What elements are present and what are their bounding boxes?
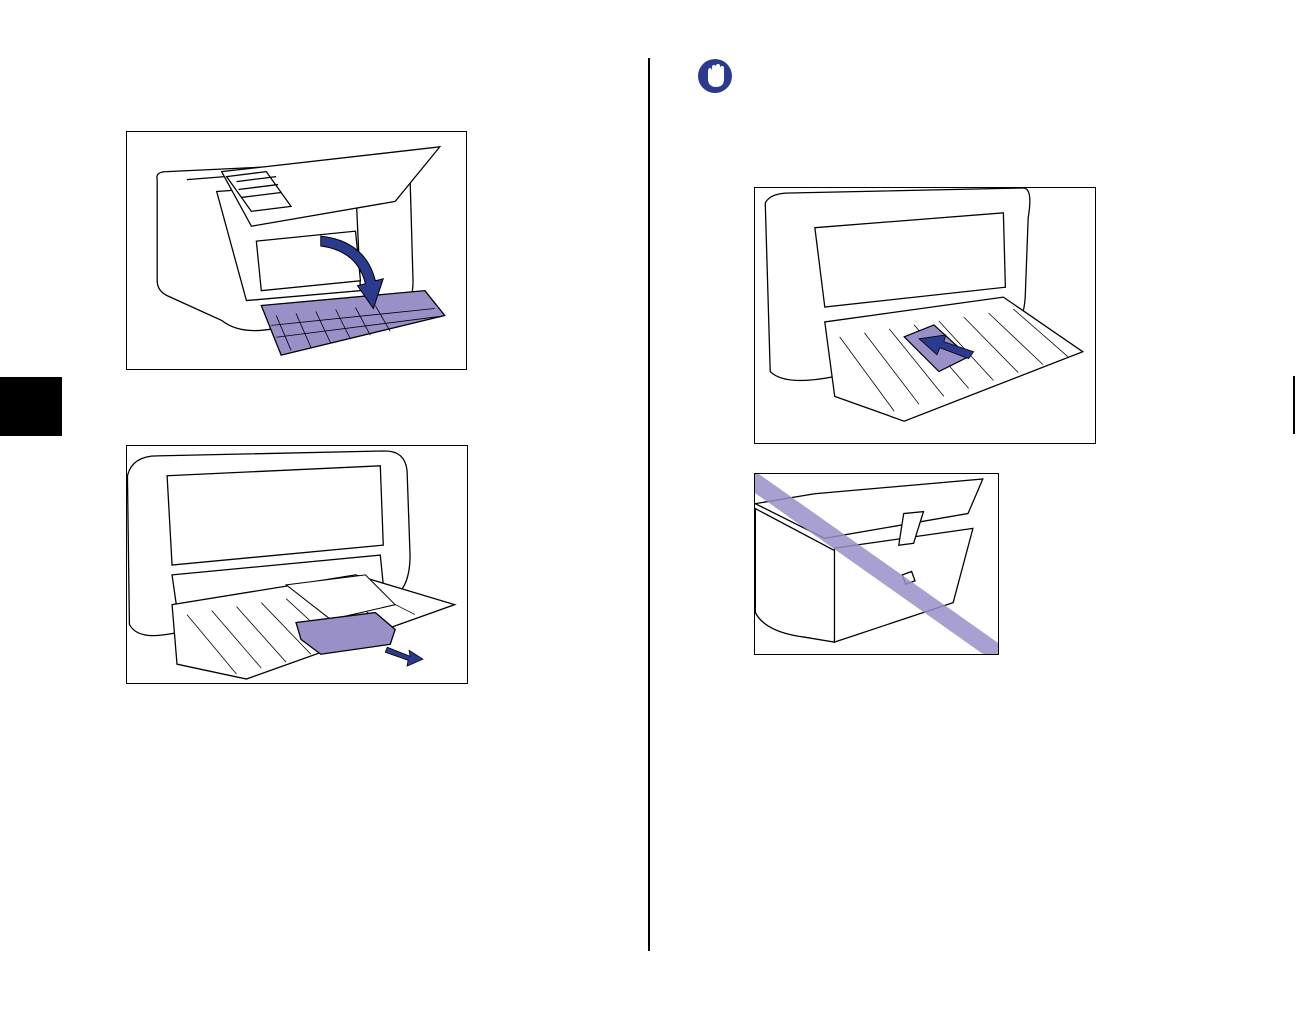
edge-marker xyxy=(1293,376,1295,434)
column-divider xyxy=(648,58,650,951)
printer-illustration-1 xyxy=(127,132,466,369)
important-hand-icon xyxy=(697,58,733,94)
figure-pull-out-tray-extension xyxy=(126,445,468,684)
chapter-tab xyxy=(0,377,62,436)
printer-illustration-4 xyxy=(755,474,998,654)
printer-illustration-3 xyxy=(755,188,1095,443)
figure-slide-paper-guide xyxy=(754,187,1096,444)
figure-prohibited-action xyxy=(754,473,999,655)
figure-close-output-cover xyxy=(126,131,467,370)
printer-illustration-2 xyxy=(127,446,467,683)
